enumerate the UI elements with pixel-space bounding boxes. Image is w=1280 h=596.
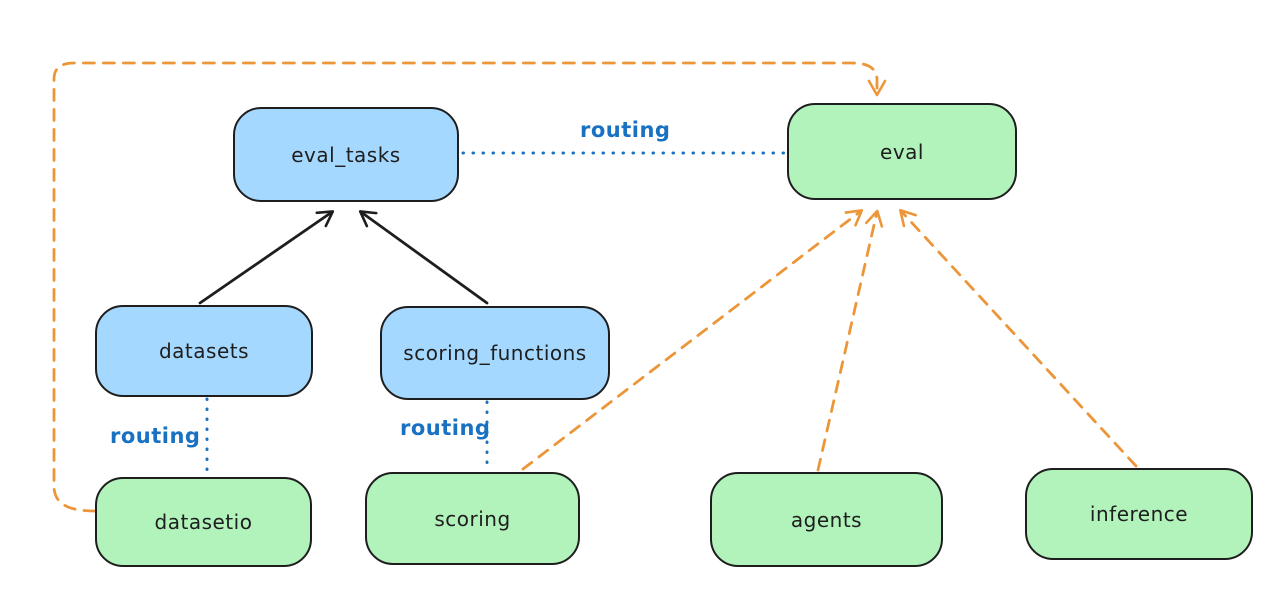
node-scoring: scoring bbox=[365, 472, 580, 565]
node-datasetio-label: datasetio bbox=[154, 510, 253, 534]
node-eval: eval bbox=[787, 103, 1017, 200]
node-agents-label: agents bbox=[790, 507, 863, 532]
edge-datasetio-to-eval-loop bbox=[52, 61, 887, 513]
edge-inference-to-eval bbox=[899, 208, 1138, 468]
routing-label-scoring-functions-scoring: routing bbox=[400, 416, 491, 440]
edge-scoring-to-eval bbox=[521, 209, 864, 471]
routing-label-datasets-datasetio: routing bbox=[110, 424, 201, 448]
node-eval-label: eval bbox=[880, 139, 924, 164]
edge-agents-to-eval bbox=[816, 209, 884, 472]
edge-scoring-functions-to-eval-tasks bbox=[358, 210, 489, 305]
node-scoring-functions-label: scoring_functions bbox=[403, 341, 587, 365]
routing-label-eval-tasks-eval: routing bbox=[580, 118, 671, 142]
node-scoring-functions: scoring_functions bbox=[380, 306, 610, 400]
node-inference: inference bbox=[1025, 468, 1253, 560]
node-eval-tasks: eval_tasks bbox=[233, 107, 459, 202]
edge-datasets-to-eval-tasks bbox=[198, 210, 335, 305]
node-eval-tasks-label: eval_tasks bbox=[291, 142, 401, 167]
node-scoring-label: scoring bbox=[434, 506, 511, 531]
node-inference-label: inference bbox=[1089, 502, 1189, 526]
node-datasets: datasets bbox=[95, 305, 313, 397]
node-agents: agents bbox=[710, 472, 943, 567]
node-datasetio: datasetio bbox=[95, 477, 312, 567]
node-datasets-label: datasets bbox=[158, 339, 250, 363]
